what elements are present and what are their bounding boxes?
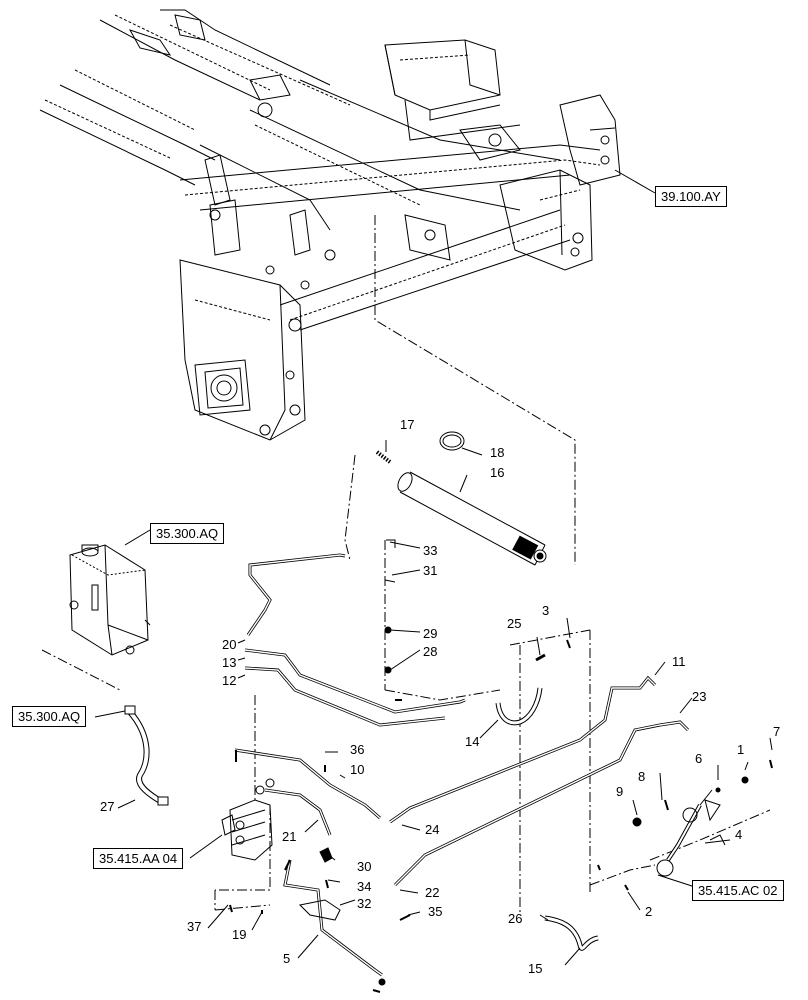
leader-lines	[94, 169, 773, 966]
callout-16: 16	[490, 465, 505, 480]
callout-5: 5	[283, 951, 291, 966]
callout-31: 31	[423, 563, 438, 578]
callout-25: 25	[507, 616, 522, 631]
callout-36: 36	[350, 742, 365, 757]
hose-15	[544, 915, 599, 951]
callout-33: 33	[423, 543, 438, 558]
tube-11	[389, 675, 657, 824]
callout-29: 29	[423, 626, 438, 641]
callout-11: 11	[672, 654, 686, 669]
callout-34: 34	[357, 879, 372, 894]
callout-23: 23	[692, 689, 707, 704]
callout-22: 22	[425, 885, 440, 900]
o-ring	[439, 431, 465, 451]
callout-13: 13	[222, 655, 237, 670]
callout-18: 18	[490, 445, 505, 460]
callout-12: 12	[222, 673, 237, 688]
callout-15: 15	[528, 961, 543, 976]
callout-10: 10	[350, 762, 365, 777]
callout-7: 7	[773, 724, 781, 739]
callout-19: 19	[232, 927, 247, 942]
callout-1: 1	[737, 742, 745, 757]
hose-27	[124, 705, 169, 806]
frame-assembly	[39, 9, 621, 441]
callout-9: 9	[616, 784, 624, 799]
tube-23	[393, 720, 690, 887]
clamp-30	[319, 847, 333, 863]
reference-35-415-aa-04[interactable]: 35.415.AA 04	[93, 848, 184, 869]
callout-27: 27	[100, 799, 115, 814]
callout-8: 8	[638, 769, 646, 784]
callout-24: 24	[425, 822, 440, 837]
tube-21	[234, 748, 381, 836]
cylinder	[397, 471, 547, 566]
tube-20	[246, 553, 346, 636]
hose-14	[495, 687, 543, 726]
callout-37: 37	[187, 919, 202, 934]
callout-32: 32	[357, 896, 372, 911]
sensor-assembly	[656, 789, 726, 877]
valve-block	[221, 778, 275, 861]
callout-35: 35	[428, 904, 443, 919]
callout-21: 21	[282, 829, 297, 844]
callout-30: 30	[357, 859, 372, 874]
callout-20: 20	[222, 637, 237, 652]
reference-35-300-aq-hose[interactable]: 35.300.AQ	[12, 706, 87, 727]
callout-3: 3	[542, 603, 550, 618]
reference-35-300-aq-tank[interactable]: 35.300.AQ	[150, 523, 225, 544]
bracket-32	[298, 899, 341, 921]
fasteners	[229, 539, 773, 993]
reference-39-100-ay[interactable]: 39.100.AY	[655, 186, 727, 207]
callout-4: 4	[735, 827, 743, 842]
tube-12	[244, 666, 446, 727]
callout-28: 28	[423, 644, 438, 659]
callout-26: 26	[508, 911, 523, 926]
callout-17: 17	[400, 417, 415, 432]
reference-35-415-ac-02[interactable]: 35.415.AC 02	[692, 880, 784, 901]
tube-5	[283, 859, 383, 977]
spring-part	[375, 450, 392, 464]
tube-13	[244, 648, 466, 714]
callout-6: 6	[695, 751, 703, 766]
oil-tank	[69, 544, 151, 656]
assembly-lines	[41, 215, 771, 915]
callout-14: 14	[465, 734, 480, 749]
callout-2: 2	[645, 904, 653, 919]
